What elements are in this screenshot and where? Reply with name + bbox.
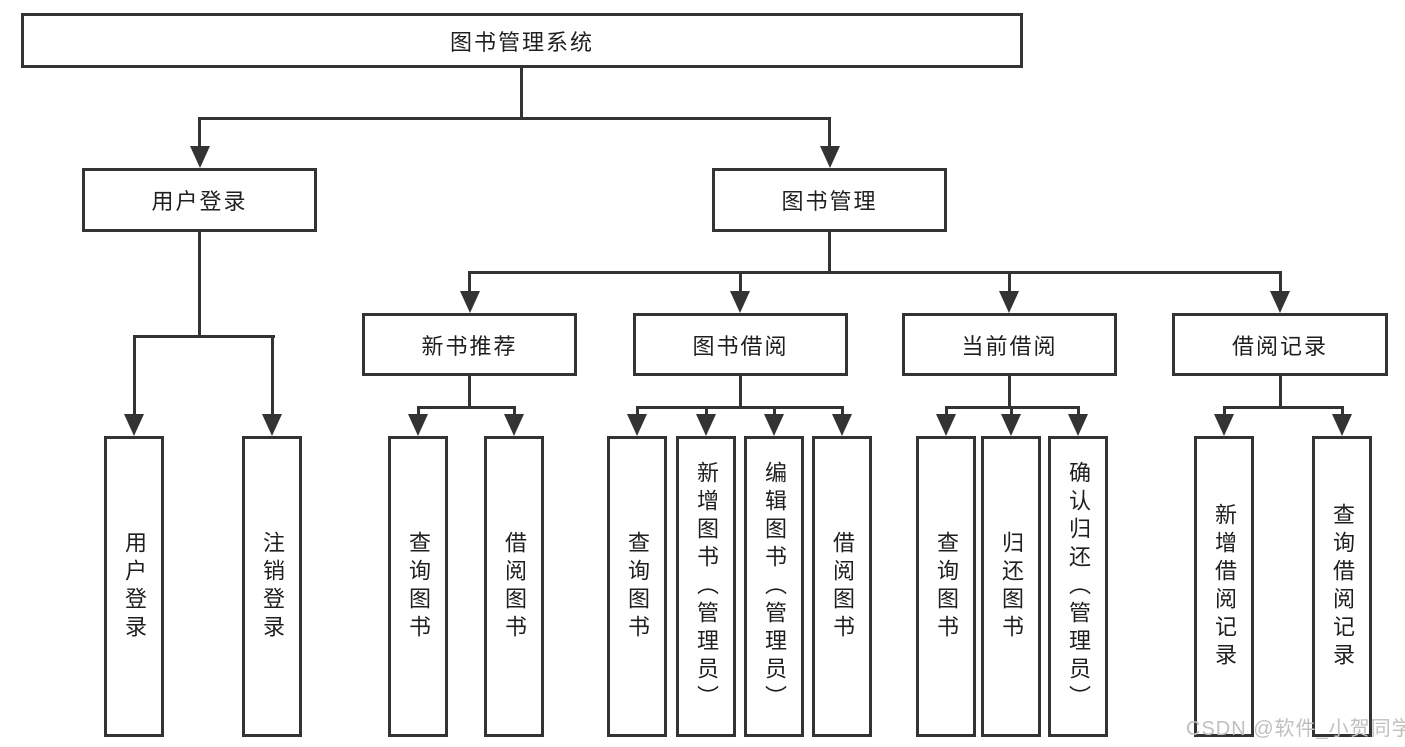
- connector-to-leaf-query-recommend: [417, 406, 420, 418]
- csdn-watermark: CSDN @软件_小贺同学: [1186, 718, 1405, 740]
- arrowhead-leaf-query-borrow: [627, 414, 647, 436]
- leaf-query-books-recommend-label: 查询图书: [406, 530, 431, 643]
- connector-root-branch: [198, 117, 831, 120]
- arrowhead-leaf-edit-book: [764, 414, 784, 436]
- arrowhead-leaf-logout: [262, 414, 282, 436]
- leaf-edit-book-admin-label: 编辑图书（管理员）: [762, 460, 787, 713]
- arrowhead-leaf-return-book: [1001, 414, 1021, 436]
- leaf-add-book-admin: 新增图书（管理员）: [676, 436, 736, 737]
- arrowhead-leaf-borrow-recommend: [504, 414, 524, 436]
- leaf-edit-book-admin: 编辑图书（管理员）: [744, 436, 804, 737]
- leaf-user-login: 用户登录: [104, 436, 164, 737]
- connector-to-new-book-recommend: [468, 271, 471, 293]
- connector-book-borrow-stub: [739, 376, 742, 409]
- leaf-borrow-books-recommend: 借阅图书: [484, 436, 544, 737]
- leaf-add-borrow-record-label: 新增借阅记录: [1212, 502, 1237, 671]
- connector-root-stub: [520, 68, 523, 118]
- arrowhead-leaf-query-record: [1332, 414, 1352, 436]
- node-borrow-records-label: 借阅记录: [1231, 333, 1328, 359]
- arrowhead-book-borrow: [730, 291, 750, 313]
- connector-to-leaf-add-book: [705, 406, 708, 418]
- connector-book-management-branch: [468, 271, 1282, 274]
- connector-borrow-records-branch: [1223, 406, 1343, 409]
- arrowhead-leaf-borrow-books: [832, 414, 852, 436]
- node-root-label: 图书管理系统: [449, 29, 594, 55]
- leaf-query-books-borrow-label: 查询图书: [625, 530, 650, 643]
- node-book-borrow-label: 图书借阅: [692, 333, 789, 359]
- arrowhead-leaf-query-recommend: [408, 414, 428, 436]
- connector-borrow-records-stub: [1279, 376, 1282, 409]
- node-user-login-label: 用户登录: [151, 189, 248, 214]
- arrowhead-borrow-records: [1270, 291, 1290, 313]
- connector-to-leaf-user-login: [133, 335, 136, 416]
- connector-to-user-login: [198, 117, 201, 148]
- connector-to-leaf-add-record: [1223, 406, 1226, 418]
- leaf-return-book: 归还图书: [981, 436, 1041, 737]
- node-book-management-label: 图书管理: [781, 189, 878, 214]
- node-root: 图书管理系统: [21, 13, 1023, 68]
- leaf-borrow-books: 借阅图书: [812, 436, 872, 737]
- leaf-borrow-books-label: 借阅图书: [830, 530, 855, 643]
- node-book-management: 图书管理: [712, 168, 947, 232]
- leaf-logout: 注销登录: [242, 436, 302, 737]
- leaf-confirm-return-admin: 确认归还（管理员）: [1048, 436, 1108, 737]
- leaf-query-borrow-record: 查询借阅记录: [1312, 436, 1372, 737]
- leaf-confirm-return-admin-label: 确认归还（管理员）: [1066, 460, 1091, 713]
- connector-book-borrow-branch: [636, 406, 844, 409]
- arrowhead-leaf-add-record: [1214, 414, 1234, 436]
- connector-to-leaf-logout: [271, 335, 274, 416]
- leaf-query-books-recommend: 查询图书: [388, 436, 448, 737]
- connector-to-borrow-records: [1279, 271, 1282, 293]
- leaf-add-book-admin-label: 新增图书（管理员）: [694, 460, 719, 713]
- connector-to-leaf-edit-book: [773, 406, 776, 418]
- leaf-query-books-current: 查询图书: [916, 436, 976, 737]
- node-current-borrow: 当前借阅: [902, 313, 1117, 376]
- connector-to-leaf-query-record: [1341, 406, 1344, 418]
- node-current-borrow-label: 当前借阅: [961, 333, 1058, 359]
- connector-to-leaf-query-current: [945, 406, 948, 418]
- node-borrow-records: 借阅记录: [1172, 313, 1388, 376]
- node-new-book-recommend: 新书推荐: [362, 313, 577, 376]
- leaf-logout-label: 注销登录: [260, 530, 285, 643]
- leaf-add-borrow-record: 新增借阅记录: [1194, 436, 1254, 737]
- leaf-query-books-borrow: 查询图书: [607, 436, 667, 737]
- arrowhead-leaf-query-current: [936, 414, 956, 436]
- leaf-borrow-books-recommend-label: 借阅图书: [502, 530, 527, 643]
- connector-to-book-borrow: [739, 271, 742, 293]
- connector-current-borrow-stub: [1008, 376, 1011, 409]
- connector-to-leaf-borrow-recommend: [513, 406, 516, 418]
- connector-book-management-stub: [828, 232, 831, 273]
- node-user-login: 用户登录: [82, 168, 317, 232]
- arrowhead-user-login: [190, 146, 210, 168]
- arrowhead-leaf-user-login: [124, 414, 144, 436]
- connector-user-login-stub: [198, 232, 201, 336]
- arrowhead-book-management: [820, 146, 840, 168]
- connector-user-login-branch: [133, 335, 275, 338]
- leaf-query-borrow-record-label: 查询借阅记录: [1330, 502, 1355, 671]
- connector-to-leaf-query-borrow: [636, 406, 639, 418]
- connector-to-leaf-confirm-return: [1077, 406, 1080, 418]
- arrowhead-current-borrow: [999, 291, 1019, 313]
- connector-to-book-management: [828, 117, 831, 148]
- node-new-book-recommend-label: 新书推荐: [421, 333, 518, 359]
- connector-new-book-recommend-stub: [468, 376, 471, 409]
- connector-new-book-recommend-branch: [417, 406, 516, 409]
- arrowhead-leaf-confirm-return: [1068, 414, 1088, 436]
- connector-to-leaf-return-book: [1010, 406, 1013, 418]
- connector-to-current-borrow: [1008, 271, 1011, 293]
- leaf-return-book-label: 归还图书: [999, 530, 1024, 643]
- arrowhead-new-book-recommend: [460, 291, 480, 313]
- connector-to-leaf-borrow-books: [841, 406, 844, 418]
- leaf-query-books-current-label: 查询图书: [934, 530, 959, 643]
- leaf-user-login-label: 用户登录: [122, 530, 147, 643]
- arrowhead-leaf-add-book: [696, 414, 716, 436]
- node-book-borrow: 图书借阅: [633, 313, 848, 376]
